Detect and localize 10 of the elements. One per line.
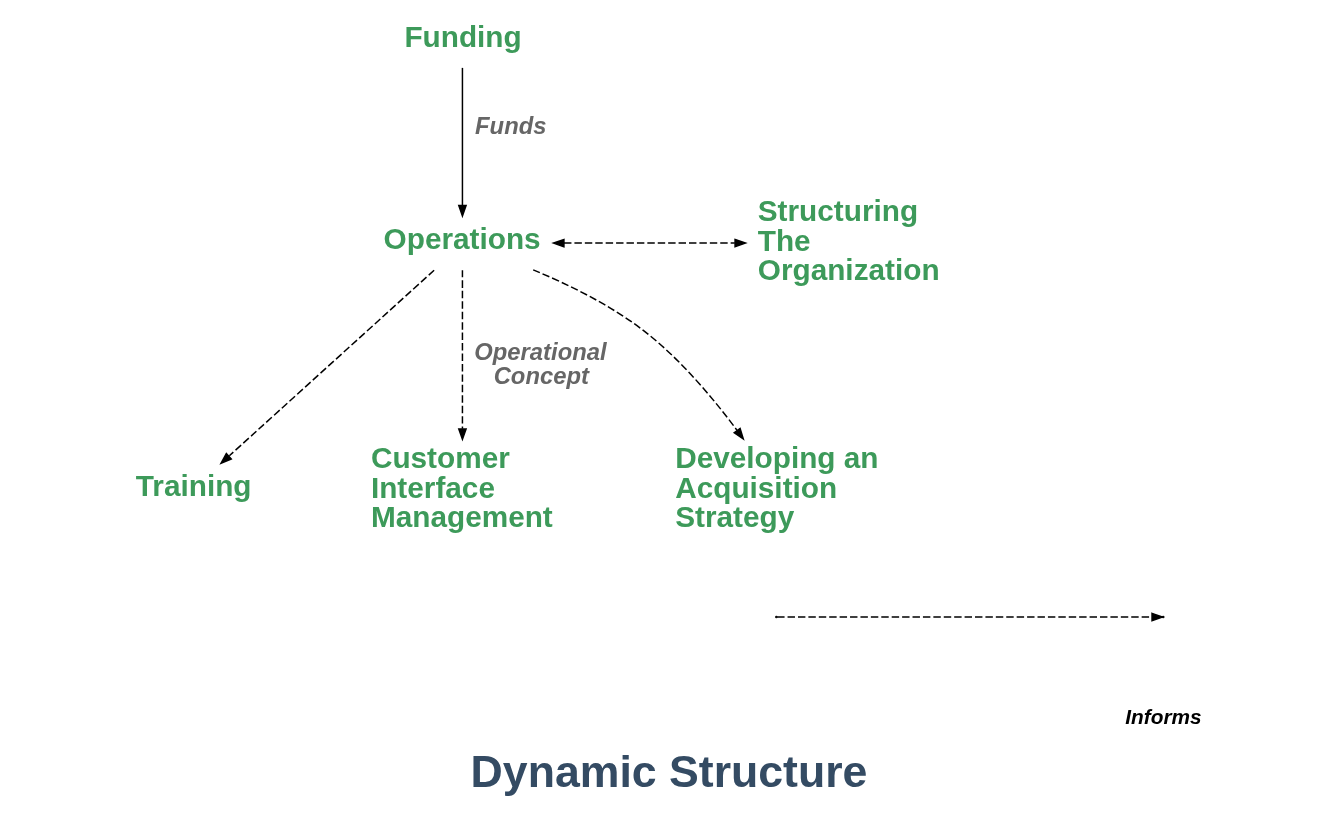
node-text: Funding xyxy=(403,19,522,53)
node-text: Operations xyxy=(383,222,541,256)
node-text: Structuring The Organization xyxy=(757,193,940,287)
edge-label: Funds xyxy=(474,112,546,140)
edge-label: Operational Concept xyxy=(473,338,607,390)
diagram-title: Dynamic Structure xyxy=(470,747,867,797)
node-text: Developing an Acquisition Strategy xyxy=(674,440,879,534)
node-text: Training xyxy=(135,469,252,503)
legend-label: Informs xyxy=(1124,705,1202,729)
node-text: Customer Interface Management xyxy=(370,440,553,534)
